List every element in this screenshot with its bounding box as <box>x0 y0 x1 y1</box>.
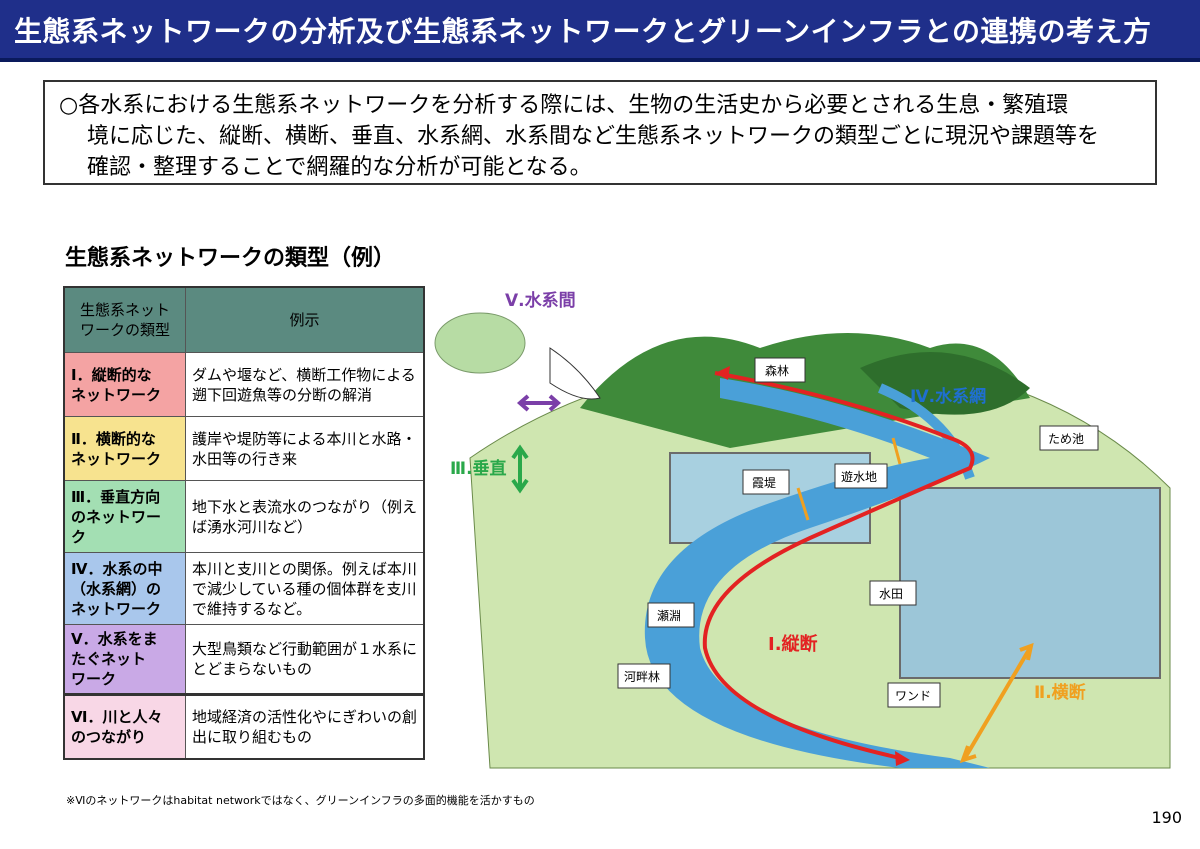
type-example: 本川と支川との関係。例えば本川で減少している種の個体群を支川で維持するなど。 <box>185 552 425 625</box>
table-row: Ⅰ．縦断的な ネットワーク ダムや堰など、横断工作物による遡下回遊魚等の分断の解… <box>63 352 425 417</box>
tag-pond: ため池 <box>1039 425 1099 451</box>
table-header-row: 生態系ネット ワークの類型 例示 <box>63 286 425 353</box>
stork <box>549 347 601 400</box>
type-name: Ⅰ．縦断的な ネットワーク <box>63 352 186 417</box>
ecosystem-network-illustration: Ⅴ.水系間 Ⅳ.水系網 Ⅲ.垂直 Ⅰ.縦断 Ⅱ.横断 森林 ため池 霞堤 遊水地… <box>434 290 1171 769</box>
type-example: 地下水と表流水のつながり（例えば湧水河川など） <box>185 480 425 553</box>
summary-line-1: ○各水系における生態系ネットワークを分析する際には、生物の生活史から必要とされる… <box>59 93 1069 118</box>
svg-text:ワンド: ワンド <box>895 689 931 703</box>
type-name: Ⅴ．水系をま たぐネット ワーク <box>63 624 186 695</box>
page-number: 190 <box>1151 808 1182 827</box>
summary-line-3: 確認・整理することで網羅的な分析が可能となる。 <box>87 155 592 180</box>
vertical-arrow <box>511 444 529 494</box>
title-bar: 生態系ネットワークの分析及び生態系ネットワークとグリーンインフラとの連携の考え方 <box>0 0 1200 62</box>
svg-text:水田: 水田 <box>879 587 903 601</box>
longitudinal-arrowhead-bottom <box>895 751 910 766</box>
type-example: 大型鳥類など行動範囲が１水系にとどまらないもの <box>185 624 425 695</box>
type-example: 護岸や堤防等による本川と水路・水田等の行き来 <box>185 416 425 481</box>
inset-watershed <box>434 312 526 374</box>
label-iv-network: Ⅳ.水系網 <box>910 386 986 407</box>
header-example: 例示 <box>185 286 425 353</box>
type-name: Ⅵ．川と人々 のつながり <box>63 694 186 759</box>
svg-text:霞堤: 霞堤 <box>752 476 776 490</box>
table-row: Ⅴ．水系をま たぐネット ワーク 大型鳥類など行動範囲が１水系にとどまらないもの <box>63 624 425 695</box>
svg-text:河畔林: 河畔林 <box>624 670 660 684</box>
tag-kasumitei: 霞堤 <box>742 469 790 495</box>
type-name: Ⅲ．垂直方向 のネットワー ク <box>63 480 186 553</box>
tag-forest: 森林 <box>754 357 806 383</box>
type-name: Ⅳ．水系の中 （水系網）の ネットワーク <box>63 552 186 625</box>
type-example: ダムや堰など、横断工作物による遡下回遊魚等の分断の解消 <box>185 352 425 417</box>
label-ii-lateral: Ⅱ.横断 <box>1034 682 1086 703</box>
summary-box: ○各水系における生態系ネットワークを分析する際には、生物の生活史から必要とされる… <box>43 80 1157 185</box>
table-row: Ⅵ．川と人々 のつながり 地域経済の活性化やにぎわいの創出に取り組むもの <box>63 694 425 759</box>
section-title: 生態系ネットワークの類型（例） <box>65 246 396 271</box>
svg-text:森林: 森林 <box>765 363 789 378</box>
svg-text:瀬淵: 瀬淵 <box>657 609 681 623</box>
label-i-longitudinal: Ⅰ.縦断 <box>768 633 818 655</box>
longitudinal-route <box>702 371 975 760</box>
svg-text:ため池: ため池 <box>1048 432 1084 446</box>
footnote: ※Ⅵのネットワークはhabitat networkではなく、グリーンインフラの多… <box>66 794 535 807</box>
table-row: Ⅲ．垂直方向 のネットワー ク 地下水と表流水のつながり（例えば湧水河川など） <box>63 480 425 553</box>
tag-kahanrin: 河畔林 <box>617 663 671 689</box>
table-row: Ⅱ．横断的な ネットワーク 護岸や堤防等による本川と水路・水田等の行き来 <box>63 416 425 481</box>
page-title: 生態系ネットワークの分析及び生態系ネットワークとグリーンインフラとの連携の考え方 <box>14 15 1152 48</box>
lateral-arrow-small <box>796 437 902 521</box>
label-v-inter-watershed: Ⅴ.水系間 <box>505 290 576 311</box>
network-types-table: 生態系ネット ワークの類型 例示 Ⅰ．縦断的な ネットワーク ダムや堰など、横断… <box>63 286 425 760</box>
tag-seburi: 瀬淵 <box>647 602 695 628</box>
type-example: 地域経済の活性化やにぎわいの創出に取り組むもの <box>185 694 425 759</box>
tag-wando: ワンド <box>887 682 941 708</box>
type-name: Ⅱ．横断的な ネットワーク <box>63 416 186 481</box>
label-iii-vertical: Ⅲ.垂直 <box>450 458 507 479</box>
summary-line-2: 境に応じた、縦断、横断、垂直、水系網、水系間など生態系ネットワークの類型ごとに現… <box>87 124 1100 149</box>
river <box>644 378 990 768</box>
svg-text:遊水地: 遊水地 <box>841 469 877 484</box>
tag-yusuichi: 遊水地 <box>834 463 888 489</box>
tag-paddy: 水田 <box>869 580 917 606</box>
inter-watershed-arrow <box>516 394 562 412</box>
longitudinal-arrowhead-top <box>715 366 730 380</box>
table-row: Ⅳ．水系の中 （水系網）の ネットワーク 本川と支川との関係。例えば本川で減少し… <box>63 552 425 625</box>
header-type: 生態系ネット ワークの類型 <box>63 286 186 353</box>
lateral-arrow <box>959 642 1034 764</box>
tributary <box>878 383 975 480</box>
